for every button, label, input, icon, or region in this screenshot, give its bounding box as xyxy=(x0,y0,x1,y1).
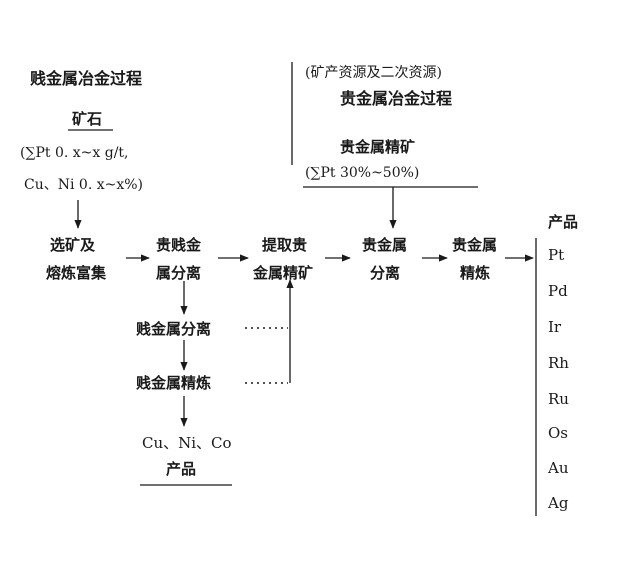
base-metal-separation: 贱金属分离 xyxy=(136,320,212,338)
product-item: Pt xyxy=(548,246,565,264)
base-metal-products-line2: 产品 xyxy=(166,460,197,478)
base-metal-products-line1: Cu、Ni、Co xyxy=(142,434,232,452)
step-extraction-line2: 金属精矿 xyxy=(253,264,314,282)
product-item: Os xyxy=(548,424,568,442)
source-note: (矿产资源及二次资源) xyxy=(305,65,442,81)
product-item: Pd xyxy=(548,282,568,300)
left-section-title: 贱金属冶金过程 xyxy=(30,69,143,88)
product-item: Au xyxy=(548,459,569,477)
products-title: 产品 xyxy=(548,213,579,231)
product-item: Ir xyxy=(548,318,562,336)
step-pgm-separation-line2: 分离 xyxy=(370,264,401,282)
concentrate-grade: (∑Pt 30%~50%) xyxy=(305,165,420,181)
step-pgm-separation-line1: 贵金属 xyxy=(362,236,408,254)
step-beneficiation-line1: 选矿及 xyxy=(50,236,96,254)
step-extraction-line1: 提取贵 xyxy=(262,236,308,254)
product-item: Ru xyxy=(548,390,569,408)
step-separation-line1: 贵贱金 xyxy=(156,236,202,254)
step-beneficiation-line2: 熔炼富集 xyxy=(46,264,107,282)
product-item: Ag xyxy=(548,494,569,512)
ore-grade-line2: Cu、Ni 0. x~x%) xyxy=(24,177,143,193)
concentrate-label: 贵金属精矿 xyxy=(340,138,416,156)
right-section-title: 贵金属冶金过程 xyxy=(340,89,453,108)
step-pgm-refining-line1: 贵金属 xyxy=(452,236,498,254)
step-separation-line2: 属分离 xyxy=(156,264,202,282)
ore-grade-line1: (∑Pt 0. x~x g/t, xyxy=(20,145,129,161)
product-item: Rh xyxy=(548,354,569,372)
ore-label: 矿石 xyxy=(72,110,103,128)
base-metal-refining: 贱金属精炼 xyxy=(136,374,212,392)
step-pgm-refining-line2: 精炼 xyxy=(460,264,491,282)
